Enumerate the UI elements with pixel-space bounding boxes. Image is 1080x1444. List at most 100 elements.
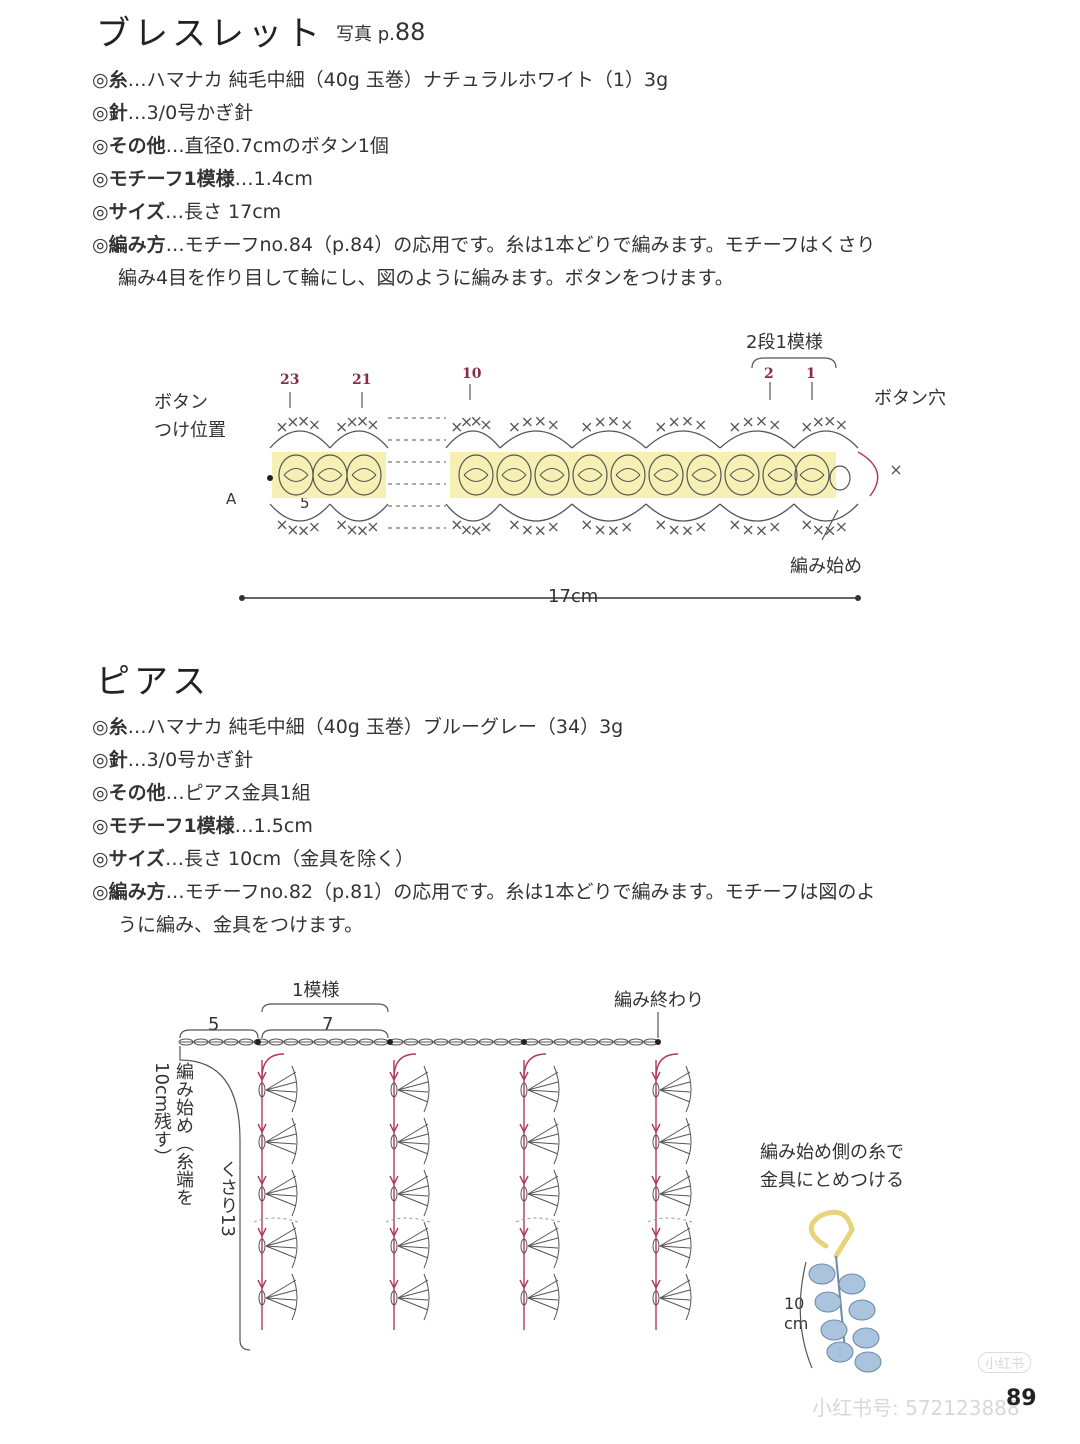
- dc-stitch: [265, 1237, 297, 1247]
- spec-row-yarn: ◎糸…ハマナカ 純毛中細（40g 玉巻）ブルーグレー（34）3g: [92, 716, 624, 738]
- dc-stitch: [527, 1245, 559, 1259]
- bracelet-chart: [239, 357, 901, 601]
- single-crochet-mark: [696, 522, 706, 532]
- spec-row-motif: ◎モチーフ1模様…1.5cm: [92, 815, 313, 837]
- single-crochet-mark: [595, 417, 605, 427]
- loop-edge: [553, 1221, 560, 1269]
- single-crochet-mark: [509, 520, 519, 530]
- dc-stitch: [397, 1237, 429, 1247]
- single-crochet-mark: [522, 417, 532, 427]
- turn-arrow: [523, 1053, 547, 1079]
- puff-stitch-lines: [577, 468, 603, 482]
- puff-stitch: [496, 454, 532, 496]
- earring-drop: [852, 1327, 880, 1349]
- single-crochet-mark: [277, 520, 287, 530]
- start-label: 編み始め: [790, 556, 862, 577]
- loop-edge: [685, 1273, 692, 1321]
- puff-stitch: [610, 454, 646, 496]
- buttonhole-label: ボタン穴: [874, 388, 946, 409]
- loop-edge: [685, 1065, 692, 1113]
- loop-edge: [685, 1169, 692, 1217]
- direction-arrow: [651, 1071, 661, 1082]
- dc-stitch: [659, 1297, 691, 1301]
- dc-stitch: [659, 1089, 691, 1103]
- single-crochet-mark: [358, 526, 367, 536]
- direction-arrow: [389, 1279, 399, 1290]
- dc-stitch: [659, 1227, 691, 1247]
- single-crochet-mark: [347, 525, 357, 535]
- direction-arrow: [651, 1227, 661, 1238]
- puff-stitch-lines: [653, 468, 679, 482]
- single-crochet-mark: [288, 417, 298, 427]
- chain-vertical-label: くさり13: [217, 1160, 238, 1237]
- single-crochet-mark: [288, 525, 298, 535]
- single-crochet-mark: [656, 422, 666, 432]
- start-ring: [829, 465, 851, 491]
- puff-stitch: [686, 454, 722, 496]
- puff-stitch-lines: [799, 468, 825, 482]
- row-number-23: 23: [280, 372, 300, 388]
- chain-stitch: [418, 1038, 434, 1046]
- row-number-2: 2: [764, 366, 774, 382]
- dc-stitch: [659, 1185, 691, 1195]
- chain-stitch: [478, 1038, 494, 1046]
- highlight-band-right: [450, 452, 836, 498]
- dc-stitch: [397, 1089, 429, 1093]
- count-7-label: 7: [322, 1014, 334, 1035]
- photo-page: 88: [394, 18, 426, 46]
- direction-arrow: [519, 1279, 529, 1290]
- dc-stitch: [527, 1193, 559, 1207]
- direction-arrow: [257, 1175, 267, 1186]
- loop-edge: [423, 1117, 430, 1165]
- spec-row-method: ◎編み方…モチーフno.84（p.84）の応用です。糸は1本どりで編みます。モチ…: [92, 234, 876, 256]
- single-crochet-mark: [608, 526, 618, 536]
- single-crochet-mark: [509, 422, 519, 432]
- dc-stitch: [265, 1227, 297, 1247]
- bracelet-photo-ref: 写真 p.88: [336, 18, 425, 46]
- single-crochet-mark: [368, 522, 378, 532]
- puff-stitch-lines: [691, 468, 717, 482]
- dc-stitch: [265, 1279, 297, 1299]
- dc-stitch: [527, 1185, 559, 1195]
- single-crochet-mark: [836, 522, 846, 532]
- dc-stitch: [527, 1175, 559, 1195]
- chain-stitch: [433, 1038, 449, 1046]
- single-crochet-mark: [535, 526, 545, 536]
- chain-loop: [652, 1134, 660, 1150]
- dc-stitch: [659, 1237, 691, 1247]
- single-crochet-mark: [669, 525, 679, 535]
- earring-drop: [848, 1299, 876, 1321]
- start-vertical-label: 編み始め（糸端を10cm残す）: [151, 1062, 194, 1206]
- omission-wave: [647, 1217, 693, 1223]
- chain-arc: [645, 503, 721, 522]
- dc-stitch: [397, 1141, 429, 1155]
- dc-stitch: [265, 1141, 297, 1145]
- chain-arc: [793, 430, 859, 449]
- single-crochet-mark: [802, 422, 812, 432]
- chain-stitch: [568, 1038, 584, 1046]
- dc-stitch: [265, 1289, 297, 1299]
- chain-loop: [258, 1082, 266, 1098]
- single-crochet-mark: [462, 525, 471, 535]
- loop-edge: [553, 1117, 560, 1165]
- loop-edge: [291, 1065, 298, 1113]
- dc-stitch: [397, 1089, 429, 1103]
- omission-wave: [515, 1217, 561, 1223]
- earrings-title: ピアス: [96, 662, 210, 702]
- chain-loop: [520, 1238, 528, 1254]
- attach-label-2: 金具にとめつける: [760, 1170, 904, 1191]
- chain-arc: [571, 430, 647, 449]
- chain-loop: [390, 1186, 398, 1202]
- mark-5: 5: [300, 494, 310, 512]
- omission-wave: [385, 1217, 431, 1223]
- single-crochet-mark: [481, 522, 491, 532]
- chain-loop: [258, 1238, 266, 1254]
- omission-wave: [253, 1217, 299, 1223]
- size-label-10: 10: [784, 1294, 805, 1313]
- single-crochet-mark: [622, 522, 632, 532]
- single-crochet-mark: [802, 520, 812, 530]
- puff-stitch-lines: [351, 468, 377, 482]
- button-dot: [267, 475, 273, 481]
- dc-stitch: [527, 1089, 559, 1093]
- dc-stitch: [659, 1089, 691, 1093]
